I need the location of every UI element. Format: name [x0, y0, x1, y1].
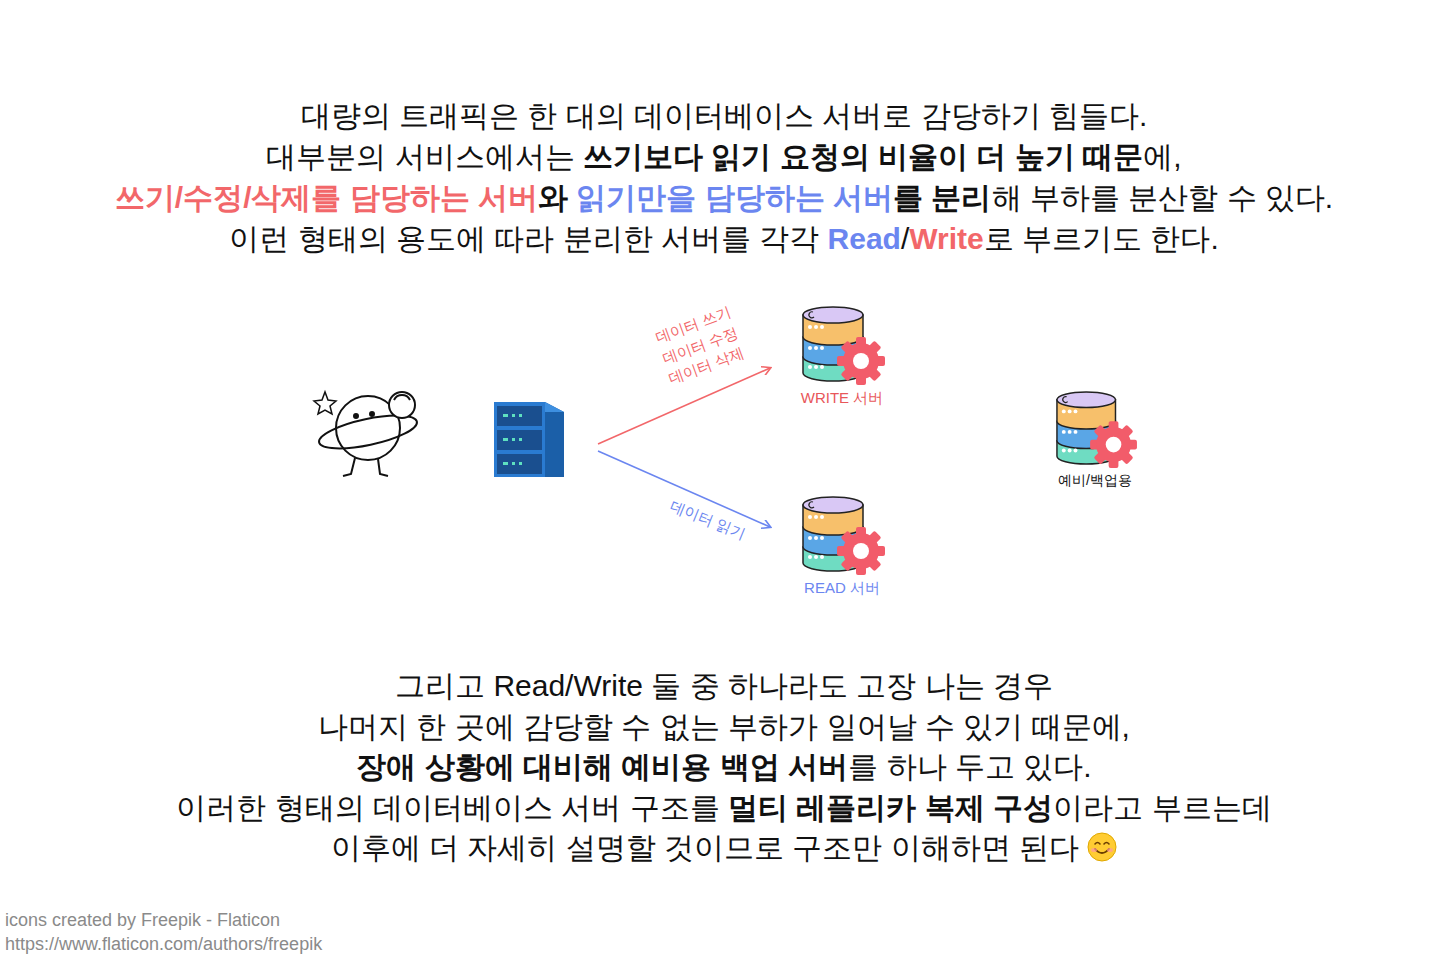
database-icon [797, 303, 887, 385]
text-run: / [901, 222, 909, 255]
text-run: 이라고 부르는데 [1053, 791, 1271, 824]
text-run: Read [828, 222, 901, 255]
node-label: READ 서버 [792, 579, 892, 598]
text-run: 나머지 한 곳에 감당할 수 없는 부하가 일어날 수 있기 때문에, [318, 710, 1130, 743]
text-line: 쓰기/수정/삭제를 담당하는 서버와 읽기만을 담당하는 서버를 분리해 부하를… [0, 177, 1448, 218]
text-run: 읽기만을 담당하는 서버 [576, 181, 893, 214]
text-run: 해 부하를 분산할 수 있다. [992, 181, 1334, 214]
text-line: 이후에 더 자세히 설명할 것이므로 구조만 이해하면 된다 [0, 828, 1448, 869]
text-run: 대부분의 서비스에서는 [266, 140, 583, 173]
text-run: 장애 상황에 대비해 예비용 백업 서버 [356, 750, 848, 783]
text-run: 를 분리 [893, 181, 991, 214]
text-run: 를 하나 두고 있다. [848, 750, 1091, 783]
text-line: 대부분의 서비스에서는 쓰기보다 읽기 요청의 비율이 더 높기 때문에, [0, 136, 1448, 177]
text-run: 그리고 Read/Write 둘 중 하나라도 고장 나는 경우 [395, 669, 1053, 702]
user-character [314, 392, 420, 476]
text-run: 대량의 트래픽은 한 대의 데이터베이스 서버로 감당하기 힘들다. [301, 99, 1148, 132]
text-line: 이러한 형태의 데이터베이스 서버 구조를 멀티 레플리카 복제 구성이라고 부… [0, 788, 1448, 829]
text-run: 이런 형태의 용도에 따라 분리한 서버를 각각 [229, 222, 827, 255]
paragraph: 그리고 Read/Write 둘 중 하나라도 고장 나는 경우나머지 한 곳에… [0, 666, 1448, 869]
database-node: 예비/백업용 [1046, 388, 1144, 490]
smiley-emoji [1087, 832, 1117, 862]
text-run: 이러한 형태의 데이터베이스 서버 구조를 [176, 791, 728, 824]
text-run: 로 부르기도 한다. [984, 222, 1219, 255]
text-run: 와 [538, 181, 576, 214]
text-line: 나머지 한 곳에 감당할 수 없는 부하가 일어날 수 있기 때문에, [0, 707, 1448, 748]
text-run: 이후에 더 자세히 설명할 것이므로 구조만 이해하면 된다 [331, 831, 1079, 864]
text-run: Write [909, 222, 983, 255]
text-line: 장애 상황에 대비해 예비용 백업 서버를 하나 두고 있다. [0, 747, 1448, 788]
database-node: READ 서버 [792, 493, 892, 598]
database-node: WRITE 서버 [792, 303, 892, 408]
database-icon [797, 493, 887, 575]
text-run: 쓰기/수정/삭제를 담당하는 서버 [115, 181, 538, 214]
paragraph: 대량의 트래픽은 한 대의 데이터베이스 서버로 감당하기 힘들다. 대부분의 서… [0, 95, 1448, 259]
node-label: 예비/백업용 [1046, 472, 1144, 490]
database-icon [1051, 388, 1139, 468]
text-line: 이런 형태의 용도에 따라 분리한 서버를 각각 Read/Write로 부르기… [0, 218, 1448, 259]
app-server [494, 402, 564, 477]
text-line: 그리고 Read/Write 둘 중 하나라도 고장 나는 경우 [0, 666, 1448, 707]
arrow-label: 데이터 읽기 [668, 497, 748, 543]
text-run: 쓰기보다 읽기 요청의 비율이 더 높기 때문 [583, 140, 1143, 173]
text-run: 멀티 레플리카 복제 구성 [728, 791, 1053, 824]
text-line: 대량의 트래픽은 한 대의 데이터베이스 서버로 감당하기 힘들다. [0, 95, 1448, 136]
node-label: WRITE 서버 [792, 389, 892, 408]
credit-text: icons created by Freepik - Flaticon [5, 909, 280, 931]
credit-text: https://www.flaticon.com/authors/freepik [5, 933, 322, 955]
text-run: 에, [1143, 140, 1181, 173]
